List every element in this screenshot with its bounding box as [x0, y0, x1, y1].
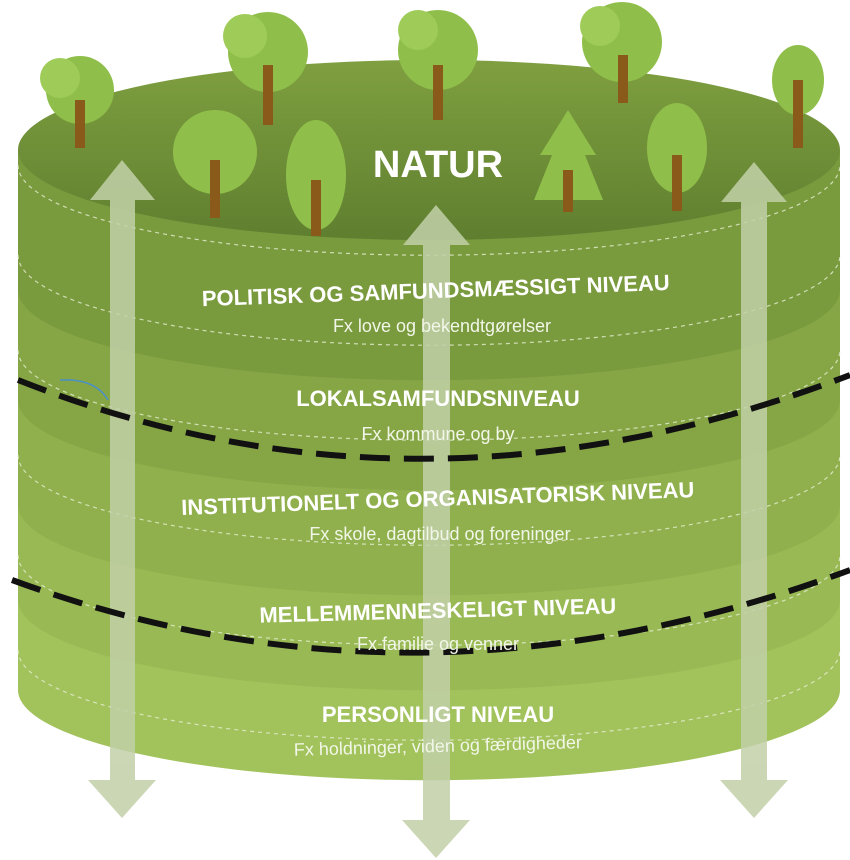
level-example: Fx familie og venner	[357, 634, 519, 654]
dashed-boundary-upper	[16, 372, 850, 462]
level-example: Fx kommune og by	[361, 424, 514, 444]
tree-icon	[398, 10, 478, 120]
level-title: PERSONLIGT NIVEAU	[322, 702, 554, 727]
trees	[40, 2, 824, 236]
right-arrow	[720, 162, 788, 818]
tree-icon	[40, 56, 114, 148]
tree-icon	[647, 103, 707, 211]
level-title: LOKALSAMFUNDSNIVEAU	[296, 386, 580, 411]
level-example: Fx love og bekendtgørelser	[333, 316, 551, 336]
tree-icon	[772, 45, 824, 148]
arrows	[88, 160, 788, 858]
dashed-boundaries	[10, 372, 850, 656]
blue-arc	[59, 379, 109, 401]
tree-icon	[286, 120, 346, 236]
tree-icon	[173, 110, 257, 218]
top-surface	[18, 60, 840, 240]
tree-icon	[580, 2, 662, 103]
level-example: Fx skole, dagtilbud og foreninger	[309, 524, 570, 544]
center-arrow	[402, 205, 470, 858]
natur-label: NATUR	[373, 144, 503, 186]
level-local: LOKALSAMFUNDSNIVEAU Fx kommune og by	[296, 386, 580, 444]
dashed-boundary-lower	[10, 567, 850, 656]
tree-icon	[534, 110, 603, 212]
left-arrow	[88, 160, 156, 818]
tree-icon	[223, 12, 308, 125]
